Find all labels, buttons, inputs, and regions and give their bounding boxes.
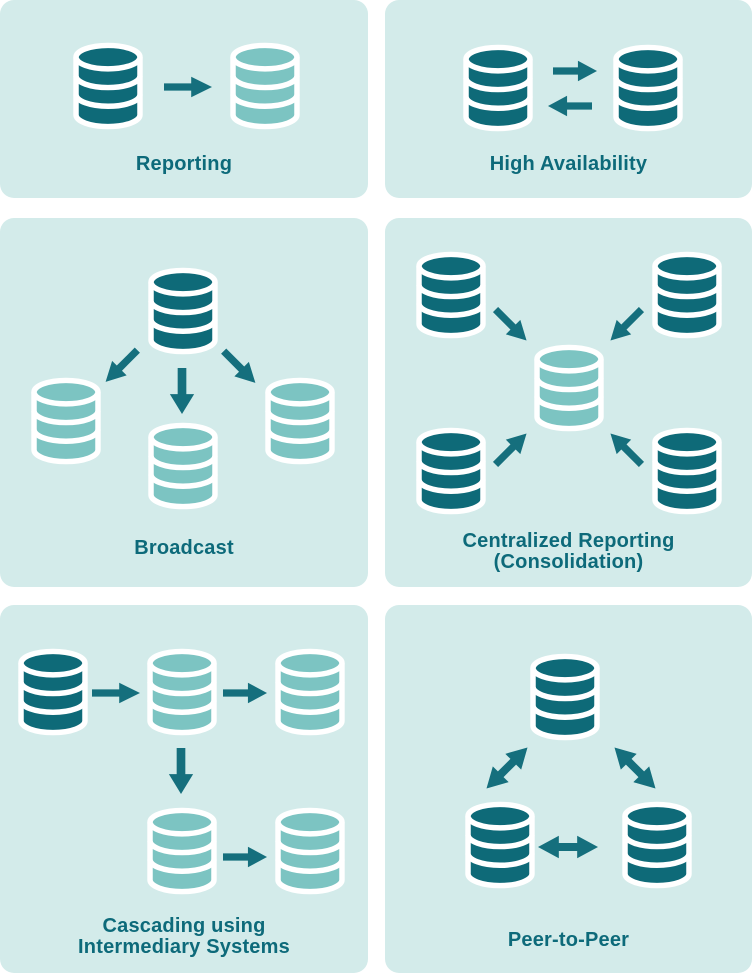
database-icon-intermediary-lower <box>143 806 221 896</box>
database-icon-replica-bottom-right <box>271 806 349 896</box>
panel-cascading: Cascading using Intermediary Systems <box>0 605 368 973</box>
arrow-left-icon <box>548 95 592 117</box>
database-icon-peer-left <box>459 43 537 133</box>
database-icon-source-bottom-left <box>412 426 490 516</box>
arrow-right-icon <box>164 76 212 98</box>
arrow-bidirectional-icon <box>606 739 664 797</box>
database-icon-replica-center <box>144 421 222 511</box>
panel-label: Peer-to-Peer <box>385 930 752 951</box>
panel-centralized-reporting: Centralized Reporting (Consolidation) <box>385 218 752 587</box>
arrow-down-right-icon <box>216 343 263 390</box>
database-icon-intermediary <box>143 647 221 737</box>
arrow-up-right-icon <box>488 426 535 473</box>
panel-label: Reporting <box>0 154 368 175</box>
arrow-up-left-icon <box>603 426 650 473</box>
panel-label: High Availability <box>385 154 752 175</box>
database-icon-peer-top <box>526 652 604 742</box>
database-icon-central-replica <box>530 343 608 433</box>
panel-label-line: Reporting <box>135 153 233 175</box>
panel-label: Cascading using Intermediary Systems <box>0 916 368 958</box>
panel-label-line: Peer-to-Peer <box>507 929 630 951</box>
panel-label-line: Cascading using <box>102 915 266 937</box>
arrow-down-icon <box>168 748 194 794</box>
arrow-right-icon <box>553 60 597 82</box>
panel-label-line: Centralized Reporting <box>462 530 675 552</box>
panel-label: Centralized Reporting (Consolidation) <box>385 531 752 573</box>
arrow-right-icon <box>223 682 267 704</box>
database-icon-source <box>69 41 147 131</box>
panel-label-line: Broadcast <box>134 537 234 559</box>
panel-label: Broadcast <box>0 538 368 559</box>
panel-label-line: Intermediary Systems <box>78 936 290 958</box>
database-icon-replica <box>226 41 304 131</box>
arrow-right-icon <box>223 846 267 868</box>
database-icon-source <box>14 647 92 737</box>
database-icon-replica-right <box>261 376 339 466</box>
panel-peer-to-peer: Peer-to-Peer <box>385 605 752 973</box>
panel-reporting: Reporting <box>0 0 368 198</box>
database-icon-source-top-left <box>412 250 490 340</box>
arrow-right-icon <box>92 682 140 704</box>
arrow-bidirectional-icon <box>478 739 536 797</box>
arrow-down-right-icon <box>488 302 535 349</box>
database-icon-replica-top-right <box>271 647 349 737</box>
database-icon-peer-bottom-left <box>461 800 539 890</box>
database-icon-source-top-right <box>648 250 726 340</box>
panel-high-availability: High Availability <box>385 0 752 198</box>
database-icon-peer-right <box>609 43 687 133</box>
panel-label-line: (Consolidation) <box>493 551 644 573</box>
panel-label-line: High Availability <box>489 153 648 175</box>
panel-broadcast: Broadcast <box>0 218 368 587</box>
arrow-down-icon <box>169 368 195 414</box>
arrow-down-left-icon <box>603 302 650 349</box>
database-icon-source <box>144 266 222 356</box>
database-icon-replica-left <box>27 376 105 466</box>
database-icon-peer-bottom-right <box>618 800 696 890</box>
database-icon-source-bottom-right <box>648 426 726 516</box>
arrow-bidirectional-icon <box>538 835 598 859</box>
